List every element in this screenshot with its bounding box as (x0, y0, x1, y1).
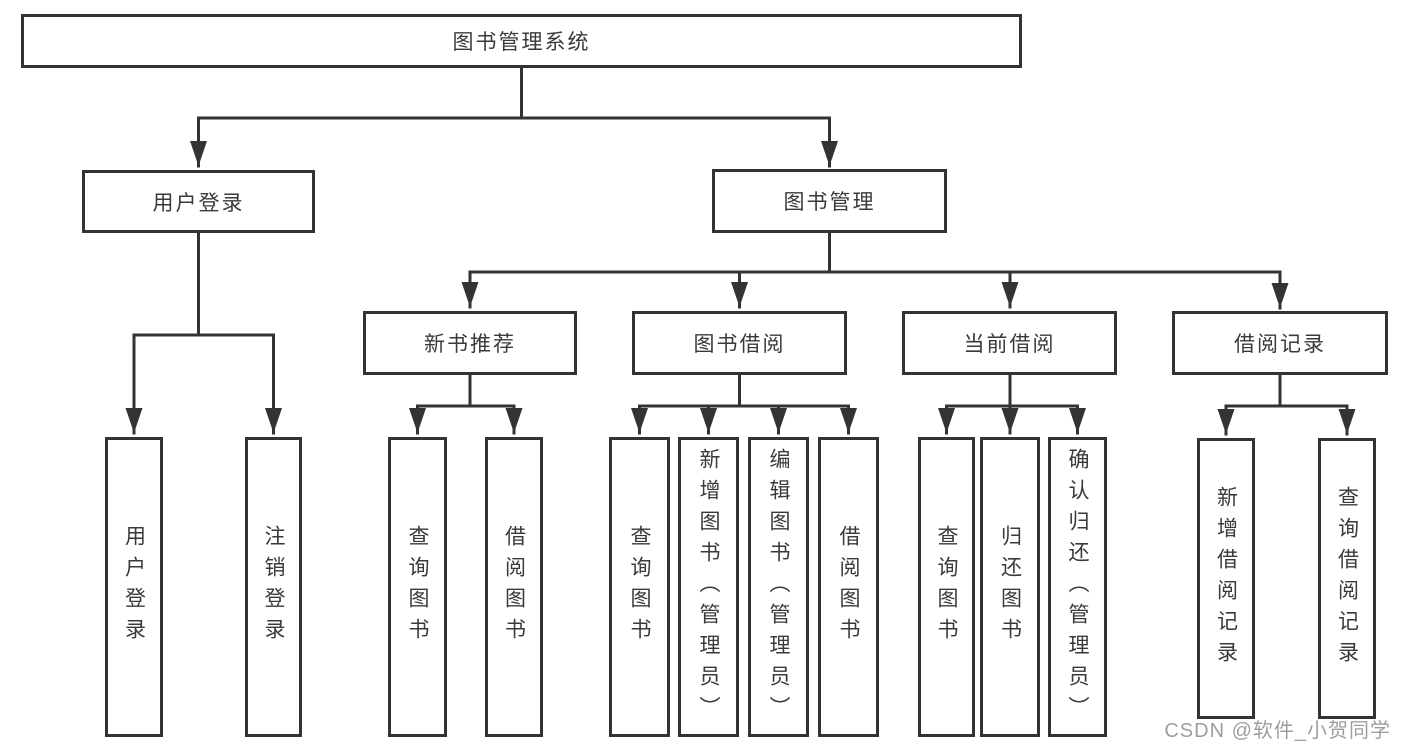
leaf-add-books-admin: 新增图书（管理员） (678, 437, 739, 737)
node-library-management-system: 图书管理系统 (21, 14, 1022, 68)
node-label: 图书管理 (783, 191, 876, 214)
node-label: 当前借阅 (963, 333, 1056, 356)
node-book-management: 图书管理 (712, 169, 947, 233)
node-book-borrowing: 图书借阅 (632, 311, 847, 375)
csdn-watermark: CSDN @软件_小贺同学 (1164, 720, 1391, 742)
leaf-query-borrow-record: 查询借阅记录 (1318, 438, 1376, 719)
leaf-query-books-current: 查询图书 (918, 437, 975, 737)
leaf-label: 查询图书 (935, 525, 958, 649)
node-label: 图书借阅 (693, 333, 786, 356)
leaf-label: 归还图书 (998, 525, 1022, 649)
leaf-label: 借阅图书 (837, 525, 860, 649)
leaf-add-borrow-record: 新增借阅记录 (1197, 438, 1255, 719)
leaf-return-books: 归还图书 (980, 437, 1040, 737)
leaf-label: 新增图书（管理员） (697, 447, 720, 727)
leaf-label: 查询借阅记录 (1335, 485, 1359, 672)
leaf-label: 用户登录 (122, 525, 146, 649)
leaf-label: 新增借阅记录 (1214, 485, 1238, 672)
node-label: 图书管理系统 (452, 31, 591, 54)
node-borrowing-records: 借阅记录 (1172, 311, 1388, 375)
leaf-borrow-books-borrowing: 借阅图书 (818, 437, 879, 737)
leaf-confirm-return-admin: 确认归还（管理员） (1048, 437, 1107, 737)
node-label: 借阅记录 (1234, 333, 1326, 356)
node-current-borrowing: 当前借阅 (902, 311, 1117, 375)
node-new-book-recommend: 新书推荐 (363, 311, 577, 375)
leaf-label: 确认归还（管理员） (1066, 447, 1089, 727)
leaf-label: 编辑图书（管理员） (767, 447, 790, 727)
node-label: 新书推荐 (424, 333, 516, 356)
node-label: 用户登录 (152, 191, 245, 215)
connector-lines (125, 66, 1356, 436)
leaf-logout-login: 注销登录 (245, 437, 302, 737)
leaf-edit-books-admin: 编辑图书（管理员） (748, 437, 809, 737)
node-user-login: 用户登录 (82, 170, 315, 233)
leaf-query-books-borrowing: 查询图书 (609, 437, 670, 737)
leaf-query-books-recommend: 查询图书 (388, 437, 447, 737)
leaf-label: 查询图书 (406, 525, 429, 649)
leaf-label: 借阅图书 (502, 525, 526, 649)
leaf-user-login: 用户登录 (105, 437, 163, 737)
leaf-label: 注销登录 (262, 525, 285, 649)
leaf-label: 查询图书 (628, 525, 651, 649)
leaf-borrow-books-recommend: 借阅图书 (485, 437, 543, 737)
